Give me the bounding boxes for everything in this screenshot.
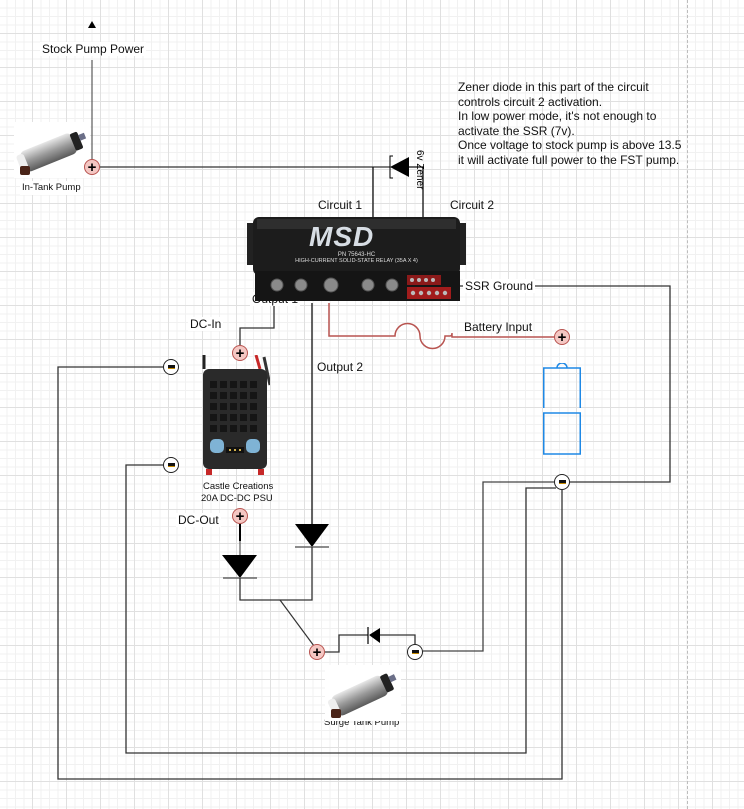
page-boundary — [687, 0, 688, 809]
zener-diode — [389, 155, 409, 179]
relay-brand: MSD — [309, 221, 375, 252]
battery-negative-terminal[interactable] — [554, 474, 570, 490]
wire-ssr-ground-run — [530, 285, 671, 483]
label-dc-in: DC-In — [188, 317, 224, 331]
castle-creations-psu-image — [200, 354, 272, 475]
label-battery-input: Battery Input — [464, 320, 533, 334]
wire-diode-junction — [239, 547, 313, 601]
relay-description: HIGH-CURRENT SOLID-STATE RELAY (35A X 4) — [295, 258, 418, 264]
minus-icon — [558, 480, 566, 484]
wire-output-1 — [239, 306, 275, 345]
wire-battery-input — [328, 303, 555, 350]
battery-positive-terminal[interactable]: + — [554, 329, 570, 345]
label-surge-tank-pump: Surge Tank Pump — [324, 717, 400, 728]
surge-pump-negative-terminal[interactable] — [407, 644, 423, 660]
wire-circuit-2 — [409, 166, 424, 218]
in-tank-pump-image — [14, 122, 90, 178]
diode-output-2 — [295, 524, 329, 548]
msd-solid-state-relay: MSD PN 75643-HC HIGH-CURRENT SOLID-STATE… — [247, 215, 466, 302]
psu-negative-terminal-2[interactable] — [163, 457, 179, 473]
wire-to-surge-pump-positive — [279, 599, 315, 647]
wire-ground-psu-inner — [125, 464, 556, 754]
label-stock-pump-power: Stock Pump Power — [40, 42, 147, 56]
diode-surge-pump — [367, 627, 380, 644]
surge-tank-pump-image — [325, 665, 401, 721]
label-circuit-2: Circuit 2 — [450, 198, 495, 212]
label-zener: 6v Zener — [414, 150, 425, 190]
battery-symbol — [543, 362, 581, 455]
in-tank-pump-positive-terminal[interactable]: + — [84, 159, 100, 175]
wire-surge-diode — [325, 634, 368, 653]
arrow-head — [88, 21, 96, 28]
minus-icon — [411, 650, 419, 654]
label-circuit-1: Circuit 1 — [318, 198, 363, 212]
relay-part-number: PN 75643-HC — [337, 252, 376, 258]
wire-surge-diode-return — [380, 634, 416, 644]
surge-pump-positive-terminal[interactable]: + — [309, 644, 325, 660]
label-output-2: Output 2 — [317, 360, 364, 374]
minus-icon — [167, 463, 175, 467]
zener-note: Zener diode in this part of the circuit … — [458, 80, 682, 167]
label-psu-line2: 20A DC-DC PSU — [201, 493, 273, 504]
label-ssr-ground: SSR Ground — [463, 279, 536, 293]
psu-dc-out-positive-terminal[interactable]: + — [232, 508, 248, 524]
psu-dc-in-positive-terminal[interactable]: + — [232, 345, 248, 361]
diode-dc-out — [222, 555, 257, 579]
label-in-tank-pump: In-Tank Pump — [20, 181, 83, 195]
wire-ground-psu-outer — [57, 366, 563, 780]
wire-ground-surge-pump — [423, 481, 554, 652]
label-psu-line1: Castle Creations — [203, 481, 274, 492]
label-dc-out: DC-Out — [176, 513, 221, 527]
minus-icon — [167, 365, 175, 369]
psu-negative-terminal-1[interactable] — [163, 359, 179, 375]
